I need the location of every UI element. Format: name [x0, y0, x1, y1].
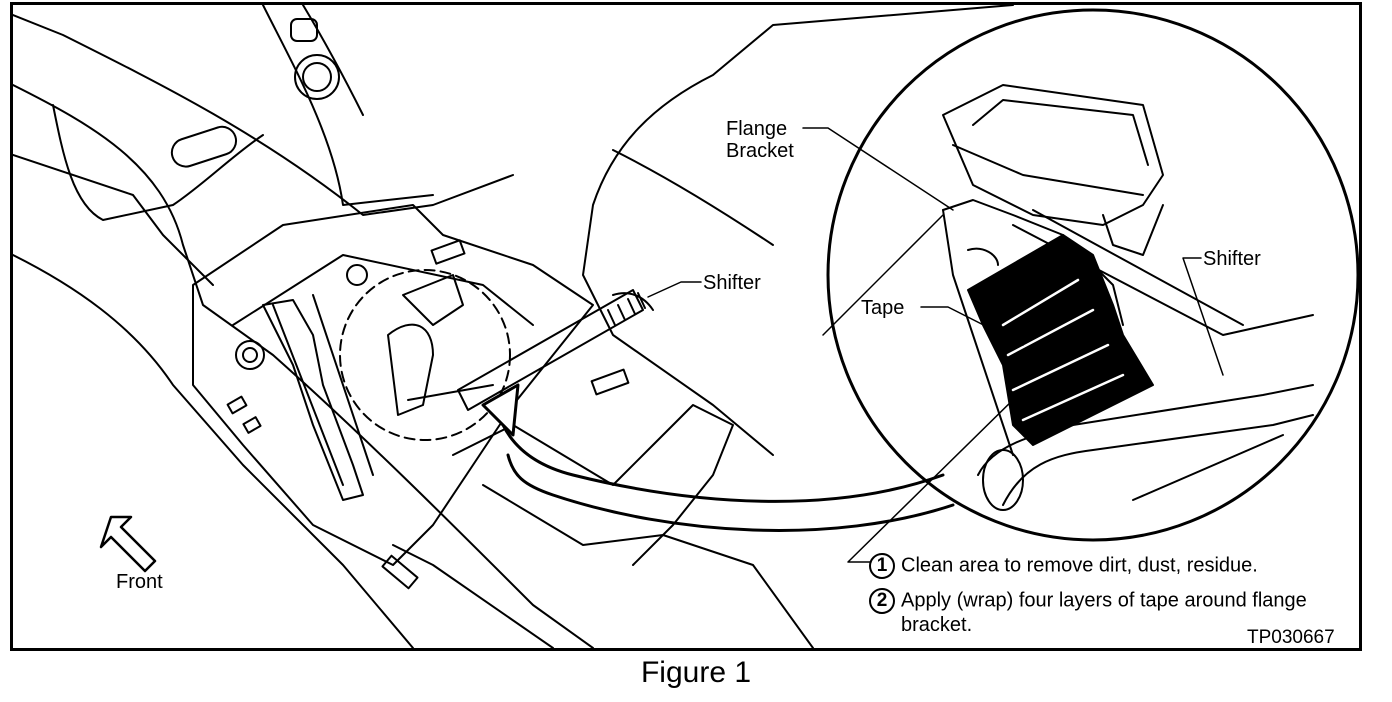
tape-wrap — [967, 234, 1154, 446]
step-1-text: Clean area to remove dirt, dust, residue… — [901, 554, 1258, 577]
label-front: Front — [116, 571, 163, 593]
panel-upper — [52, 104, 264, 221]
oval-button — [170, 125, 238, 168]
console-outline — [13, 84, 594, 648]
label-flange-bracket: Flange Bracket — [726, 118, 794, 162]
leader-step1 — [847, 389, 1024, 563]
part-code: TP030667 — [1247, 627, 1335, 648]
leader-shifter-main — [647, 281, 702, 298]
console-edge-inner — [13, 154, 214, 286]
lever-arm — [262, 299, 364, 501]
figure-caption: Figure 1 — [640, 656, 752, 689]
curved-arrow — [501, 423, 945, 503]
shifter-rod — [457, 289, 644, 411]
round-knob — [294, 54, 340, 100]
step-1-number: 1 — [869, 553, 895, 579]
figure-frame: Flange Bracket Shifter Shifter Tape Fron… — [10, 2, 1362, 651]
leader-shifter-detail — [1182, 257, 1224, 376]
magnified-circle — [826, 8, 1359, 542]
label-tape: Tape — [861, 297, 905, 319]
label-shifter-detail: Shifter — [1203, 248, 1261, 270]
console-body — [582, 5, 1014, 456]
leader-flange — [802, 127, 954, 211]
label-shifter-main: Shifter — [703, 272, 761, 294]
step-2-number: 2 — [869, 588, 895, 614]
front-arrow — [99, 515, 157, 573]
step-2-text: Apply (wrap) four layers of tape around … — [901, 589, 1307, 636]
console-edge-lower — [13, 254, 414, 648]
detail-circle — [339, 269, 511, 441]
armrest-line — [302, 5, 364, 116]
step-1: 1 Clean area to remove dirt, dust, residu… — [869, 553, 1339, 579]
leader-tape — [920, 306, 1024, 346]
shifter-illustration — [13, 5, 1359, 648]
console-top-curve — [13, 14, 514, 216]
leader-cross — [822, 214, 944, 336]
armrest-upper — [262, 5, 434, 206]
gate-opening — [192, 204, 594, 566]
